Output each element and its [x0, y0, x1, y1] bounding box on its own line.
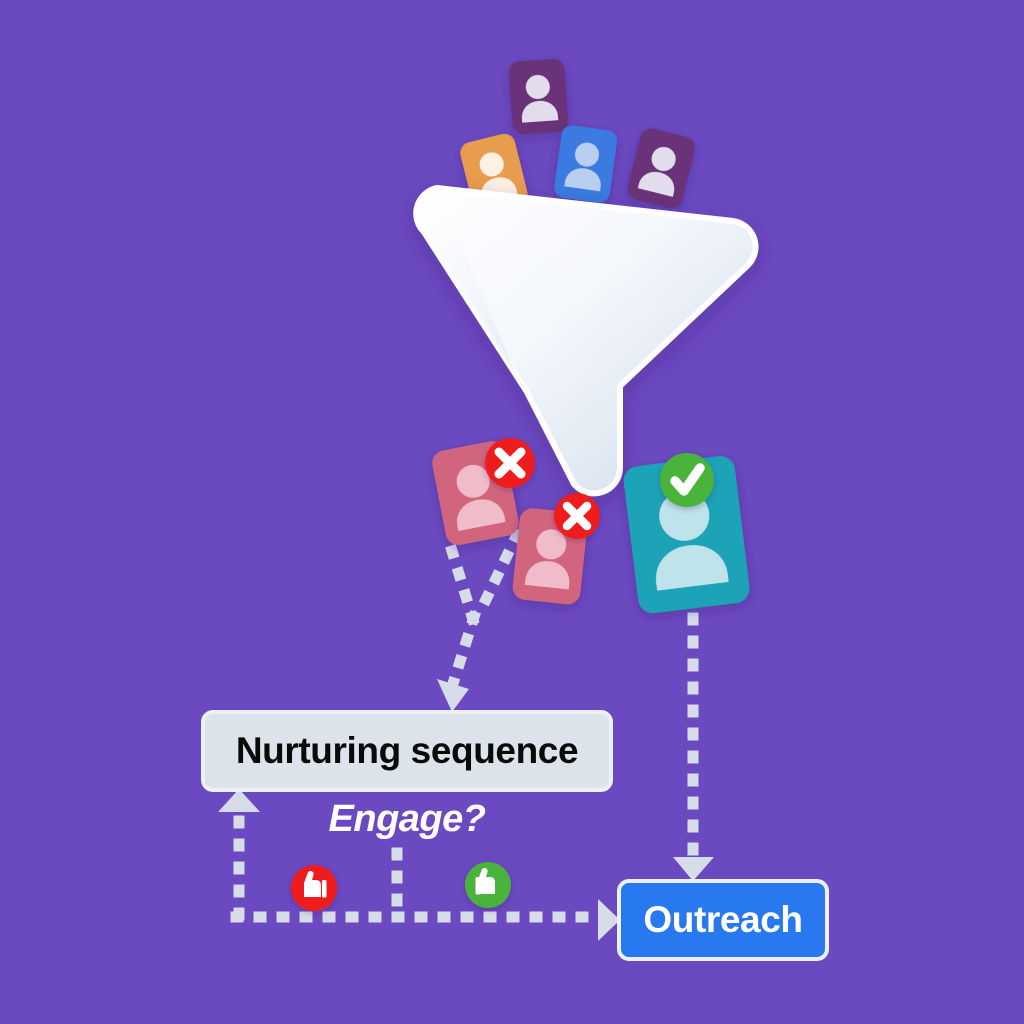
- connectors-group: [230, 527, 699, 923]
- decision-label-engage: Engage?: [328, 798, 486, 840]
- arrowheads-group: [218, 679, 714, 941]
- node-outreach[interactable]: Outreach: [617, 879, 829, 961]
- qualified-lead-card: [623, 456, 750, 614]
- arrowhead-into-outreach-top: [673, 857, 714, 881]
- arrowhead-into-nurturing-loop: [218, 789, 260, 812]
- incoming-leads-group: [460, 58, 696, 214]
- rejected-leads-group: [432, 438, 600, 605]
- lead-card-blue: [554, 125, 618, 203]
- connector-rejected-2: [471, 527, 525, 622]
- thumbs-down-icon: [291, 865, 337, 911]
- lead-card-right-purple: [627, 128, 696, 209]
- x-badge-icon-1: [485, 438, 535, 488]
- thumbs-up-icon: [465, 862, 511, 908]
- arrowhead-into-nurturing: [437, 679, 469, 712]
- connector-merged-to-nurturing: [444, 610, 481, 697]
- arrowhead-into-outreach-left: [598, 899, 620, 941]
- funnel-icon: [413, 185, 759, 497]
- node-outreach-label: Outreach: [643, 899, 803, 940]
- check-badge-icon: [660, 453, 714, 507]
- node-nurturing-sequence-label: Nurturing sequence: [235, 730, 579, 771]
- lead-card-top-purple: [508, 58, 569, 135]
- x-badge-icon-2: [554, 493, 600, 539]
- qualified-lead-group: [623, 453, 750, 614]
- node-nurturing-sequence[interactable]: Nurturing sequence: [201, 710, 613, 792]
